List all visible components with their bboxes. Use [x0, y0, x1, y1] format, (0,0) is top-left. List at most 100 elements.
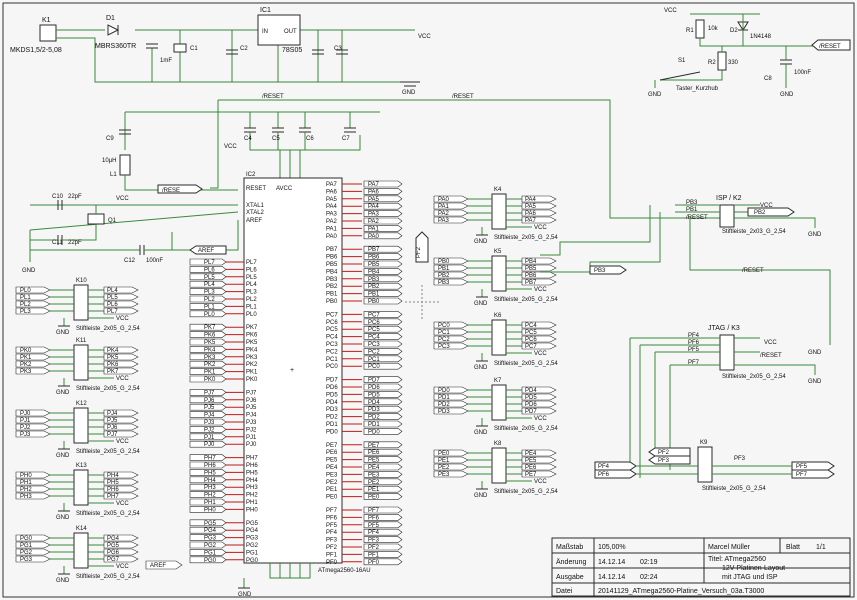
net-label-box	[363, 195, 403, 203]
ic2-pin-label: PG4	[246, 528, 259, 534]
ic1-body	[257, 14, 301, 46]
net-label-text: PL5	[107, 295, 118, 301]
net-label-text: PG5	[204, 521, 217, 527]
net-label-text: PD1	[438, 395, 450, 401]
k1-type: MKDS1,5/2-5,08	[10, 47, 62, 54]
net-label-text: PH6	[107, 487, 119, 493]
ic2-pin-label: PD4	[326, 400, 338, 406]
header-ref: K10	[76, 278, 87, 284]
vcc-label: VCC	[116, 501, 129, 507]
header-ref: K12	[76, 401, 87, 407]
net-label-text: PL6	[204, 267, 215, 273]
net-label-text: PF5	[368, 523, 380, 529]
net-label-box	[363, 493, 403, 500]
net-label-box	[433, 195, 469, 203]
net-label-box	[189, 273, 227, 281]
ic2-pin-label: PH7	[246, 456, 258, 462]
net-label-box	[433, 271, 469, 279]
ic1-in: IN	[262, 29, 268, 35]
net-label-text: PH7	[107, 494, 119, 500]
ic2-pin-label: PL0	[246, 312, 257, 318]
net-label-text: PG5	[107, 543, 120, 549]
isp-pb1: PB1	[686, 207, 698, 213]
net-label-text: PC4	[368, 335, 380, 341]
net-label-box	[363, 311, 403, 318]
titel-1: Titel: ATmega2560	[708, 556, 766, 563]
net-label-text: PG3	[20, 557, 33, 563]
jtag-pf6: PF6	[688, 340, 700, 346]
header-body	[73, 469, 89, 506]
vcc-decoup: VCC	[224, 144, 237, 150]
title-block	[551, 537, 851, 597]
net-label-text: PC2	[438, 337, 450, 343]
power-supply	[39, 14, 420, 87]
ic2-pin-label: PE1	[326, 487, 338, 493]
ic2-pin-label: PA4	[326, 204, 338, 210]
c8-val: 100nF	[794, 70, 811, 76]
aref-net-label: AREF	[150, 563, 166, 569]
net-label-box	[363, 551, 403, 558]
net-label-box	[521, 195, 557, 203]
net-label-box	[363, 528, 403, 536]
net-label-box	[521, 278, 557, 286]
net-label-box	[363, 348, 403, 355]
net-label-box	[15, 534, 51, 542]
net-label-box	[189, 280, 227, 288]
jtag-gnd2: GND	[808, 350, 822, 356]
header-ref: K7	[494, 378, 502, 384]
jtag-vcc: VCC	[764, 340, 777, 346]
net-label-box	[189, 483, 227, 491]
net-label-text: PA5	[525, 204, 537, 210]
gnd-s1: GND	[648, 92, 662, 98]
net-label-text: PA6	[525, 211, 537, 217]
net-label-text: PB4	[368, 269, 380, 275]
net-label-text: PG0	[20, 536, 33, 542]
net-label-box	[189, 440, 227, 448]
ic1-out: OUT	[284, 29, 297, 35]
net-label-box	[433, 386, 469, 394]
net-label-text: PA7	[368, 182, 380, 188]
net-label-text: PB1	[438, 266, 450, 272]
net-label-box	[363, 398, 403, 406]
ic2-pin-label: PK7	[246, 325, 258, 331]
net-label-text: PD5	[525, 395, 537, 401]
ic2-pin-label: PH6	[246, 463, 258, 469]
net-label-text: PA6	[368, 189, 380, 195]
net-label-box	[103, 541, 139, 549]
jtag-gnd: GND	[808, 379, 822, 385]
r1-label: R1	[686, 28, 694, 34]
net-label-text: PE3	[438, 472, 450, 478]
k9-pf2: PF2	[658, 450, 670, 456]
net-label-text: PH4	[204, 478, 216, 484]
net-label-text: PJ4	[107, 411, 118, 417]
ic2-pin-label: PH1	[246, 500, 258, 506]
ic2-pin-label: PB2	[326, 284, 338, 290]
ic2-aref: AREF	[246, 218, 262, 224]
net-label-box	[189, 375, 227, 383]
net-label-box	[189, 331, 227, 338]
crystal-section	[29, 200, 239, 262]
net-label-box	[433, 257, 469, 265]
blatt-label: Blatt	[786, 544, 800, 551]
c10-val: 22pF	[68, 194, 82, 200]
net-label-box	[189, 454, 227, 461]
net-label-box	[363, 245, 403, 253]
isp-reset: /RESET	[686, 215, 708, 221]
ic2-pin-label: PC1	[326, 357, 338, 363]
net-label-box	[363, 188, 403, 195]
net-label-text: PH3	[20, 494, 32, 500]
net-label-box	[433, 209, 469, 217]
c1-val: 1mF	[160, 58, 172, 64]
net-label-box	[363, 210, 403, 217]
ic2-pin-label: PG3	[246, 536, 259, 542]
net-label-text: PJ2	[204, 427, 215, 433]
net-label-box	[363, 441, 403, 449]
net-label-box	[521, 456, 557, 464]
vcc-reset: VCC	[664, 8, 677, 14]
ic2-pin-label: PD2	[326, 415, 338, 421]
net-label-box	[363, 260, 403, 268]
net-label-box	[363, 405, 403, 413]
ic2-pin-label: PJ5	[246, 405, 257, 411]
net-label-box	[189, 506, 227, 513]
ic2-pin-label: PG1	[246, 550, 259, 556]
